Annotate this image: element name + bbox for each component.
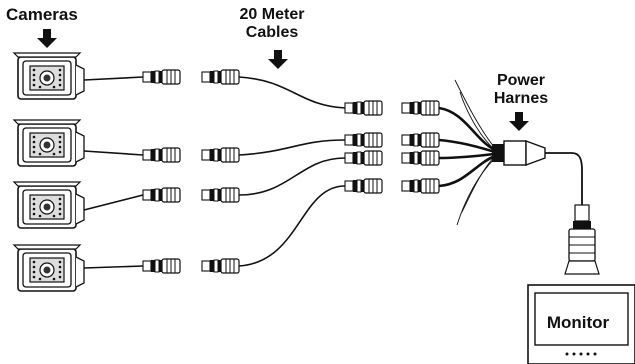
power-harness-label: Power Harnes: [493, 72, 549, 107]
down-arrow-icon: [509, 112, 529, 131]
camera-icon: [13, 52, 85, 100]
down-arrow-icon: [268, 50, 288, 69]
power-harness-icon: [492, 139, 546, 167]
cable-connector-icon: [142, 69, 240, 274]
camera-icon: [13, 119, 85, 167]
down-arrow-icon: [37, 29, 57, 48]
cable: [238, 76, 346, 267]
camera-icon: [13, 181, 85, 229]
power-leads: [454, 79, 496, 226]
harness-wires: [438, 106, 496, 188]
cable-connector-icon: [564, 204, 600, 275]
camera-icon: [13, 244, 85, 292]
monitor-cable: [545, 152, 583, 205]
cameras-label: Cameras: [6, 5, 78, 24]
cables-label: 20 Meter Cables: [239, 6, 305, 41]
monitor-icon: [527, 284, 635, 364]
cable-connector-icon: [344, 100, 440, 194]
monitor-label: Monitor: [546, 313, 610, 332]
